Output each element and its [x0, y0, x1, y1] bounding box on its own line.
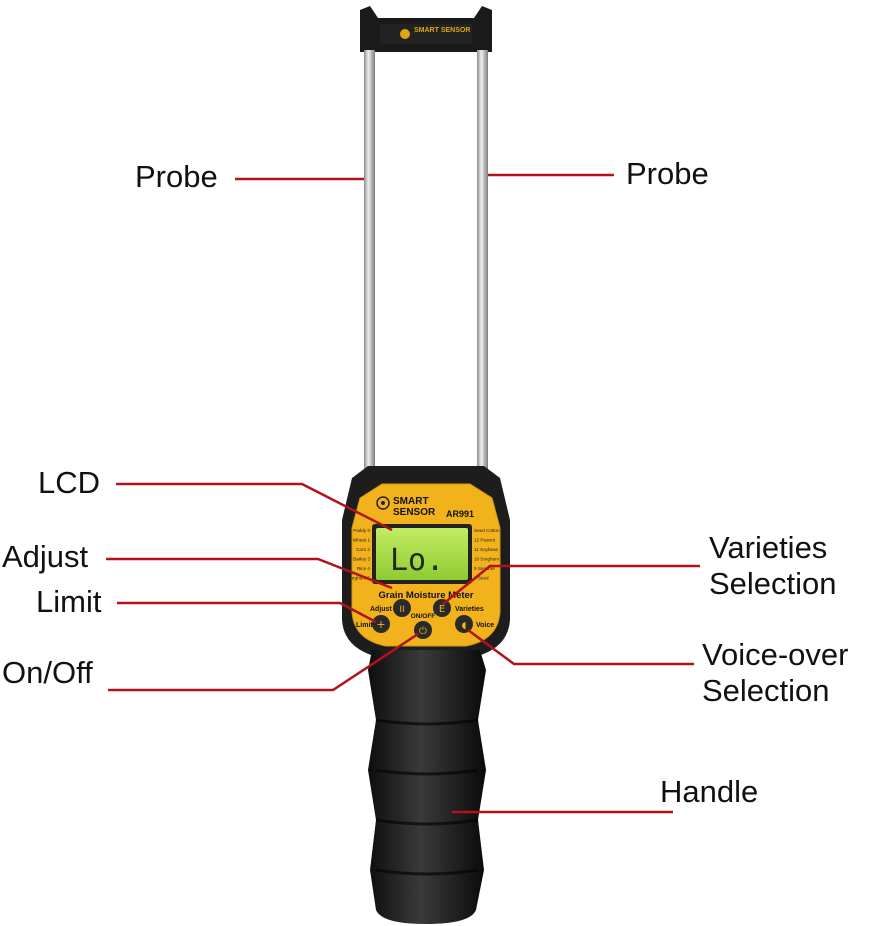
voice-button[interactable]: ◖ [455, 615, 473, 633]
callout-voice-line2: Selection [702, 672, 830, 708]
top-bracket: SMART SENSOR [360, 6, 492, 52]
callout-handle: Handle [660, 774, 759, 809]
callout-onoff: On/Off [2, 655, 93, 690]
top-brand-label: SMART SENSOR [414, 27, 470, 34]
right-variety-list: Seed Cotton 12 Peanut 11 Soybean 10 Sorghum… [474, 528, 500, 581]
leader-limit [117, 601, 377, 624]
onoff-button[interactable]: ⏻ [414, 621, 432, 639]
callout-voice: Voice-over Selection [702, 637, 848, 708]
callout-varieties: Varieties Selection [709, 530, 837, 601]
leader-lcd [116, 482, 393, 532]
callout-varieties-line2: Selection [709, 565, 837, 601]
leader-varieties [442, 564, 700, 605]
callout-adjust: Adjust [2, 539, 89, 574]
onoff-button-label: ON/OFF [411, 613, 436, 620]
plus-icon: + [376, 618, 385, 631]
lcd-reading: Lo. [390, 543, 444, 578]
callout-voice-line1: Voice-over [702, 637, 849, 672]
callout-limit: Limit [36, 584, 102, 619]
variety-item: Rice 4 [357, 566, 370, 571]
leader-adjust [106, 557, 393, 590]
varieties-button-label: Varieties [455, 606, 484, 613]
callout-lcd: LCD [38, 465, 101, 500]
probe-rod-left [364, 50, 375, 478]
adjust-icon: II [399, 605, 404, 615]
adjust-button[interactable]: II [393, 599, 411, 617]
leader-lines [106, 173, 700, 814]
variety-item: 10 Sorghum [474, 557, 499, 562]
product-name: Grain Moisture Meter [378, 590, 473, 601]
variety-item: Wheat 1 [353, 538, 371, 543]
variety-item: 11 Soybean [474, 547, 499, 552]
model-label: AR991 [446, 509, 474, 519]
callout-probe-left: Probe [135, 159, 218, 194]
varieties-button[interactable]: E [433, 599, 451, 617]
callout-varieties-line1: Varieties [709, 530, 828, 565]
adjust-button-label: Adjust [370, 606, 392, 613]
variety-item: 8 Seed [474, 576, 489, 581]
callout-probe-right: Probe [626, 156, 709, 191]
leader-onoff [108, 632, 419, 692]
varieties-icon: E [439, 604, 445, 615]
voice-button-label: Voice [476, 622, 494, 629]
lcd-screen: Lo. [372, 524, 472, 584]
variety-item: Barley 3 [353, 557, 370, 562]
variety-item: 12 Peanut [474, 538, 496, 543]
power-icon: ⏻ [419, 626, 427, 637]
variety-item: Corn 2 [356, 547, 370, 552]
left-variety-list: Paddy 0 Wheat 1 Corn 2 Barley 3 Rice 4 Sorghu… [348, 528, 371, 581]
variety-item: Sorghum 5 [348, 576, 371, 581]
variety-item: 9 Sesame [474, 566, 495, 571]
speaker-icon: ◖ [462, 621, 467, 631]
probe-rod-right [477, 50, 488, 478]
brand-line-1: SMART [393, 496, 429, 507]
limit-button-label: Limit [356, 622, 373, 629]
leader-voice [467, 628, 694, 666]
brand-line-2: SENSOR [393, 507, 436, 518]
variety-item: Seed Cotton [474, 528, 500, 533]
panel-brand: SMART SENSOR AR991 [376, 496, 474, 519]
handle [368, 650, 486, 924]
brand-target-icon [400, 29, 410, 39]
variety-item: Paddy 0 [353, 528, 370, 533]
limit-button[interactable]: + [372, 615, 390, 633]
